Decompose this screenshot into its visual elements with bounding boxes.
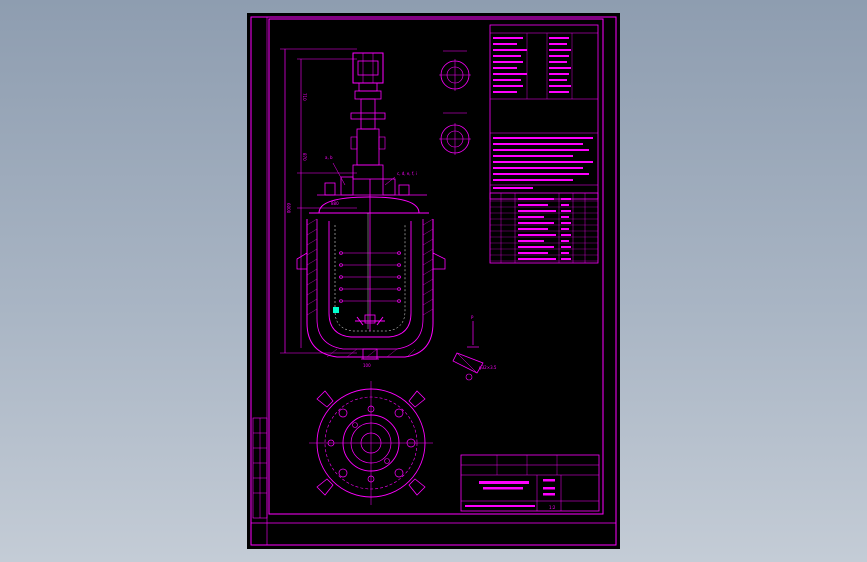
- callout-top-nozzles: a, b: [325, 155, 333, 160]
- text-row: [493, 187, 533, 189]
- text-row: [518, 222, 554, 224]
- text-row: [518, 228, 548, 230]
- text-row: [561, 216, 569, 218]
- text-row: [493, 37, 523, 39]
- technical-notes: [493, 137, 593, 189]
- text-row: [549, 55, 569, 57]
- drawing-sheet[interactable]: 710 870 6000 a, b c, d, e, f, i: [247, 13, 620, 549]
- text-row: [561, 198, 571, 200]
- dim-d1: 710: [302, 93, 307, 101]
- text-row: [518, 216, 544, 218]
- title-block: 1:2: [460, 454, 600, 512]
- text-row: [549, 73, 569, 75]
- dim-d3: 880: [331, 201, 339, 206]
- nozzle-details: [439, 50, 471, 155]
- text-row: [493, 155, 573, 157]
- text-row: [518, 258, 556, 260]
- text-row: [493, 49, 527, 51]
- text-row: [549, 61, 567, 63]
- text-row: [561, 240, 569, 242]
- dim-d4: 6000: [286, 203, 291, 214]
- text-row: [549, 91, 569, 93]
- callout-section: P: [471, 315, 474, 320]
- text-row: [493, 91, 517, 93]
- text-row: [549, 37, 569, 39]
- spec-table-rows: [493, 37, 571, 93]
- reactor-drawing: 710 870 6000 a, b c, d, e, f, i: [250, 16, 617, 546]
- selection-marker[interactable]: [333, 307, 339, 313]
- text-row: [518, 198, 554, 200]
- text-row: [493, 43, 517, 45]
- text-row: [493, 149, 589, 151]
- text-row: [549, 85, 571, 87]
- callout-side-nozzles: c, d, e, f, i: [397, 171, 417, 176]
- text-row: [549, 79, 567, 81]
- dim-bottom: 100: [363, 363, 371, 368]
- text-row: [561, 246, 571, 248]
- text-row: [493, 73, 527, 75]
- reactor-elevation: 710 870 6000 a, b c, d, e, f, i: [280, 48, 446, 368]
- text-row: [493, 173, 589, 175]
- text-row: [518, 252, 548, 254]
- text-row: [493, 61, 523, 63]
- text-row: [561, 228, 569, 230]
- text-row: [493, 143, 583, 145]
- text-row: [561, 234, 571, 236]
- text-row: [493, 167, 583, 169]
- parts-list-rows: [490, 198, 598, 262]
- dim-detail: φ32×3.5: [479, 365, 497, 370]
- text-row: [493, 137, 593, 139]
- text-row: [493, 161, 593, 163]
- heating-coils: [339, 251, 401, 303]
- text-row: [549, 49, 571, 51]
- text-row: [518, 210, 556, 212]
- text-row: [493, 179, 573, 181]
- text-row: [518, 204, 548, 206]
- text-row: [493, 85, 523, 87]
- text-row: [561, 258, 571, 260]
- text-row: [493, 55, 521, 57]
- dim-d2: 870: [302, 153, 307, 161]
- text-row: [561, 210, 571, 212]
- parts-list-table: [489, 192, 599, 264]
- text-row: [518, 240, 544, 242]
- reactor-plan-view: [309, 381, 433, 505]
- text-row: [518, 234, 556, 236]
- section-detail-p: P φ32×3.5: [452, 315, 497, 381]
- text-row: [561, 252, 569, 254]
- text-row: [493, 67, 517, 69]
- insulation-hatch: [306, 218, 434, 358]
- text-row: [549, 67, 571, 69]
- inner-frame: [268, 18, 604, 515]
- text-row: [549, 43, 567, 45]
- text-row: [561, 204, 569, 206]
- margin-stamp: [252, 417, 268, 519]
- text-row: [493, 79, 521, 81]
- technical-specs-table: [489, 24, 599, 200]
- outer-border: [250, 16, 617, 546]
- text-row: [561, 222, 571, 224]
- title-scale: 1:2: [549, 505, 556, 510]
- text-row: [518, 246, 554, 248]
